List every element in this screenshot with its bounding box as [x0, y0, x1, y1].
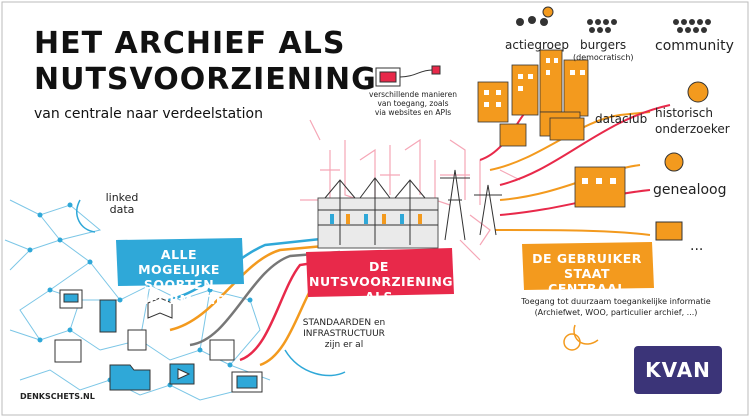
- banner-orange-shape: [522, 242, 654, 290]
- linked-data-label: linked data: [92, 192, 152, 216]
- access-footer-note: Toegang tot duurzaam toegankelijke infor…: [516, 296, 716, 318]
- banner-blue-shape: [116, 238, 244, 286]
- banner-blue-line-1: ALLE MOGELIJKE: [138, 247, 220, 277]
- linked-data-line-2: data: [109, 203, 135, 216]
- user-historisch: historisch: [655, 106, 713, 120]
- substation: [317, 169, 502, 249]
- banner-user-central: DE GEBRUIKER STAAT CENTRAAL: [525, 246, 649, 296]
- banner-orange-line-1: DE GEBRUIKER: [532, 251, 642, 266]
- user-burgers-sub: (democratisch): [573, 53, 634, 62]
- info-icons: [54, 289, 263, 393]
- user-genealoog: genealoog: [653, 182, 727, 198]
- user-onderzoeker: onderzoeker: [655, 122, 730, 136]
- standards-line-3: zijn er al: [324, 340, 364, 350]
- people-icons: [516, 16, 711, 33]
- clock-icon: [563, 333, 581, 351]
- banner-utility-station: DE NUTSVOORZIENING ALS VERDEELSTATION: [309, 253, 454, 319]
- user-more: ...: [690, 238, 704, 254]
- banner-blue-line-2: SOORTEN INFORMATIE: [133, 277, 225, 307]
- city-buildings: [477, 49, 626, 208]
- monitor-plug-icon: [375, 65, 441, 87]
- user-actiegroep: actiegroep: [505, 38, 570, 52]
- title-line-1: HET ARCHIEF ALS: [34, 26, 346, 61]
- banner-red-line-2: ALS VERDEELSTATION: [314, 289, 444, 319]
- standards-line-1: STANDAARDEN en: [302, 318, 386, 328]
- user-portraits: [542, 6, 709, 241]
- access-note-line-3: via websites en APIs: [374, 108, 452, 117]
- title-line-2: NUTSVOORZIENING: [34, 62, 377, 97]
- access-note-line-2: van toegang, zoals: [377, 99, 449, 108]
- banner-red-line-1: DE NUTSVOORZIENING: [309, 259, 454, 289]
- kvan-logo-text: KVAN: [645, 358, 711, 382]
- access-note: verschillende manieren van toegang, zoal…: [358, 90, 468, 117]
- kvan-logo: KVAN: [634, 346, 722, 394]
- footer-line-1: Toegang tot duurzaam toegankelijke infor…: [521, 297, 711, 306]
- user-burgers: burgers: [580, 38, 627, 52]
- banner-all-information: ALLE MOGELIJKE SOORTEN INFORMATIE: [118, 242, 240, 307]
- credit: DENKSCHETS.NL: [20, 392, 95, 401]
- subtitle: van centrale naar verdeelstation: [34, 106, 263, 122]
- standards-note: STANDAARDEN en INFRASTRUCTUUR zijn er al: [294, 318, 394, 351]
- banner-red-shape: [306, 248, 454, 297]
- user-community: community: [655, 38, 734, 54]
- standards-line-2: INFRASTRUCTUUR: [303, 329, 385, 339]
- access-note-line-1: verschillende manieren: [369, 90, 457, 99]
- footer-line-2: (Archiefwet, WOO, particulier archief, .…: [534, 308, 698, 317]
- building-windows: [484, 58, 616, 184]
- banner-orange-line-2: STAAT CENTRAAL: [548, 266, 626, 296]
- user-dataclub: dataclub: [595, 112, 648, 126]
- linked-data-line-1: linked: [105, 191, 139, 204]
